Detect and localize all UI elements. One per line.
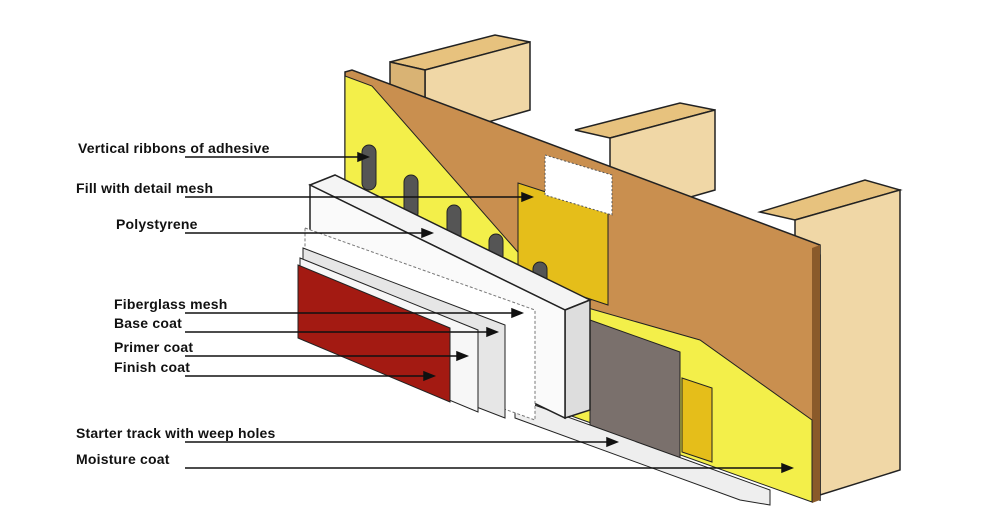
leader-lines bbox=[185, 151, 795, 474]
label-starter-track: Starter track with weep holes bbox=[76, 425, 276, 441]
wood-studs bbox=[389, 34, 903, 497]
label-primer-coat: Primer coat bbox=[114, 339, 194, 355]
label-base-coat: Base coat bbox=[114, 315, 182, 331]
label-moisture-coat: Moisture coat bbox=[76, 451, 170, 467]
label-fiberglass-mesh: Fiberglass mesh bbox=[114, 296, 228, 312]
starter-track bbox=[514, 397, 771, 506]
yellow-strip bbox=[681, 377, 713, 463]
label-detail-mesh: Fill with detail mesh bbox=[76, 180, 214, 196]
label-polystyrene: Polystyrene bbox=[116, 216, 198, 232]
label-vertical-ribbons: Vertical ribbons of adhesive bbox=[78, 140, 270, 156]
label-finish-coat: Finish coat bbox=[114, 359, 191, 375]
